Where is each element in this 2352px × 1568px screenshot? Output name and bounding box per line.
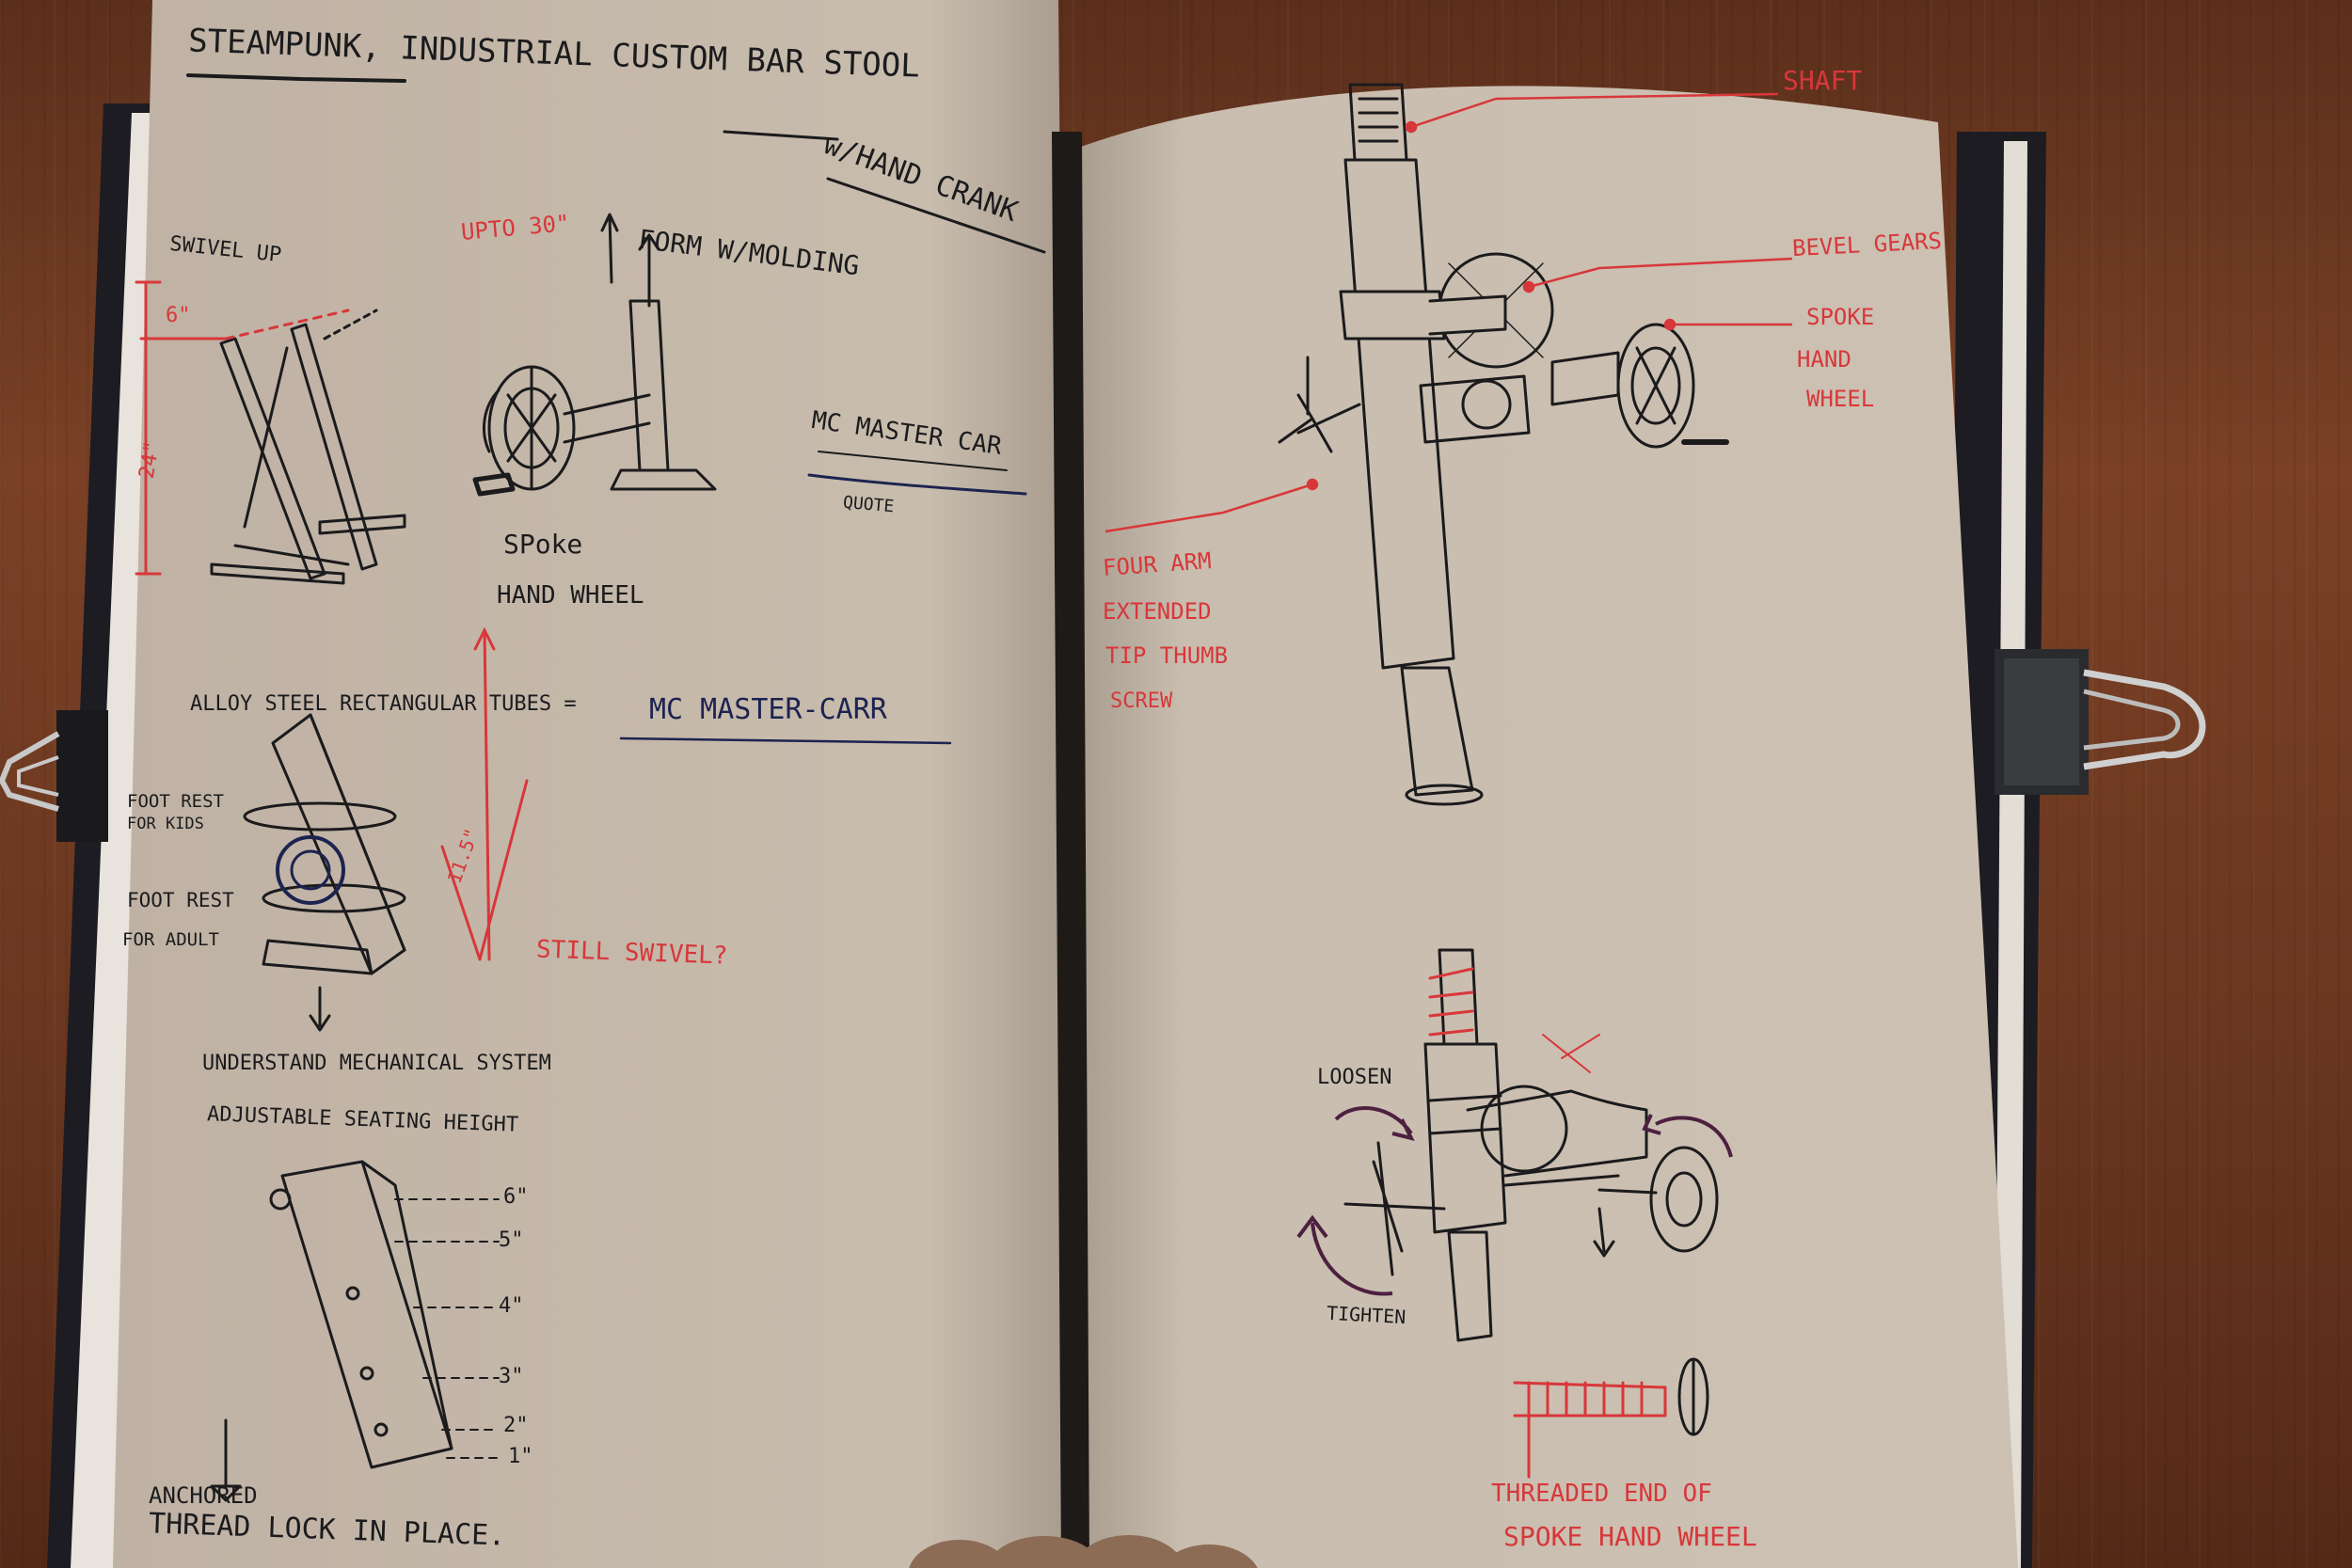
still-swivel-label: STILL SWIVEL? [535,935,728,971]
adjustable-tube-sketch [210,1160,500,1502]
right-page [1071,86,2018,1568]
red-leader-lines [1104,92,1793,1477]
four-arm-label-3: TIP THUMB [1105,642,1229,669]
height-2-label: 2" [503,1414,529,1437]
spoke-label: SPoke [503,529,583,560]
four-arm-label-4: SCREW [1110,689,1173,713]
quote-label: QUOTE [842,492,896,517]
height-4-label: 4" [499,1294,524,1318]
four-arm-label-2: EXTENDED [1103,598,1212,625]
mcmaster-carr-label: MC MASTER-CARR [649,693,887,726]
threaded-end-label-2: SPOKE HAND WHEEL [1503,1521,1757,1552]
left-page [113,0,1073,1568]
anchored-label: ANCHORED [149,1482,258,1509]
loosen-tighten-mechanism-sketch [1343,948,1719,1436]
hand-fingers [909,1535,1258,1568]
alloy-tubes-label: ALLOY STEEL RECTANGULAR TUBES = [190,692,577,716]
loosen-label: LOOSEN [1317,1066,1392,1089]
foot-rest-adult-label: FOOT REST [127,889,234,911]
binder-clip-left-icon [0,710,108,842]
height-6-label: 6" [503,1185,529,1209]
shaft-label: SHAFT [1783,65,1863,96]
height-5-label: 5" [499,1228,524,1252]
spoke-wheel-label-2: HAND [1797,346,1851,372]
spoke-wheel-label-3: WHEEL [1806,386,1875,412]
threaded-end-sketch [1428,967,1667,1479]
dim-6-label: 6" [166,304,191,327]
foot-rest-kids-label: FOOT REST [127,791,224,812]
hand-crank-sketch [472,233,717,497]
binder-clip-right-icon [1994,649,2206,795]
red-dimension-lines [135,280,529,961]
height-1-label: 1" [508,1445,533,1468]
gutter [1052,132,1089,1568]
height-3-label: 3" [499,1365,524,1388]
hand-wheel-label: HAND WHEEL [497,581,644,610]
stool-frame-sketch [210,309,406,585]
rotation-arrows-icon [1296,1106,1733,1296]
foot-rest-kids-label-2: FOR KIDS [127,815,204,833]
foot-rest-adult-label-2: FOR ADULT [122,929,219,950]
spoke-wheel-label-1: SPOKE [1806,304,1875,330]
bevel-gear-shaft-sketch [1278,83,1729,806]
threaded-end-label-1: THREADED END OF [1491,1480,1712,1508]
understand-mechanical-label: UNDERSTAND MECHANICAL SYSTEM [202,1052,551,1075]
tighten-label: TIGHTEN [1326,1301,1406,1329]
footrest-stool-sketch [243,713,406,1032]
